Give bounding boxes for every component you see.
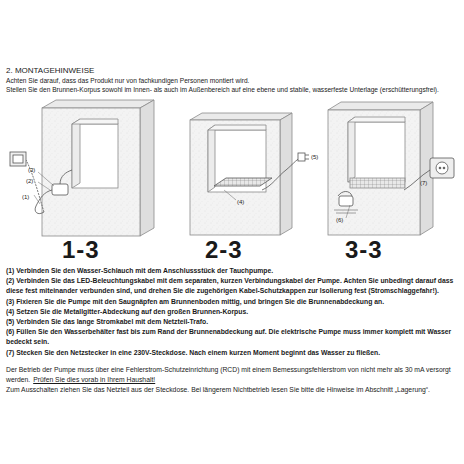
storage-note: Zum Ausschalten ziehen Sie das Netzteil … [6, 385, 458, 395]
callout-number: (1) [22, 194, 29, 201]
instruction-step: (2) Verbinden Sie das LED-Beleuchtungska… [6, 276, 458, 296]
callout-number: (2) [26, 178, 33, 185]
callout-number: (5) [311, 154, 318, 161]
safety-note: Der Betrieb der Pumpe muss über eine Feh… [6, 365, 458, 385]
fountain-body [42, 100, 154, 236]
callout-number: (6) [336, 217, 343, 224]
step-label: 3-3 [345, 236, 383, 265]
instruction-step: (3) Fixieren Sie die Pumpe mit den Saugn… [6, 297, 458, 307]
pump-in-water [334, 192, 358, 219]
underlined-note: Prüfen Sie dies vorab in Ihrem Haushalt! [33, 376, 155, 383]
instruction-step: (1) Verbinden Sie den Wasser-Schlauch mi… [6, 266, 458, 276]
instruction-step: (5) Verbinden Sie das lange Stromkabel m… [6, 317, 458, 327]
instruction-text: (1) Verbinden Sie den Wasser-Schlauch mi… [6, 266, 458, 395]
power-adapter [10, 152, 26, 166]
wall-socket [404, 158, 454, 190]
leader-lines [34, 172, 54, 204]
cable-plug [262, 153, 309, 190]
step-label: 1-3 [62, 236, 100, 265]
step-label: 2-3 [205, 236, 243, 265]
intro-text: Achten Sie darauf, dass das Produkt nur … [6, 77, 458, 85]
instruction-step: (4) Setzen Sie die Metallgitter-Abdeckun… [6, 307, 458, 317]
callout-number: (4) [237, 199, 244, 206]
fountain-body [328, 102, 433, 235]
callout-number: (3) [28, 167, 35, 174]
fountain-body [190, 113, 292, 235]
section-title: 2. MONTAGEHINWEISE [6, 66, 94, 76]
instruction-step: (6) Füllen Sie den Wasserbehälter fast b… [6, 327, 458, 347]
intro-text: Stellen Sie den Brunnen-Korpus sowohl im… [6, 86, 458, 94]
pump-with-hose [26, 160, 72, 214]
instruction-step: (7) Stecken Sie den Netzstecker in eine … [6, 348, 458, 358]
callout-number: (7) [420, 180, 427, 187]
